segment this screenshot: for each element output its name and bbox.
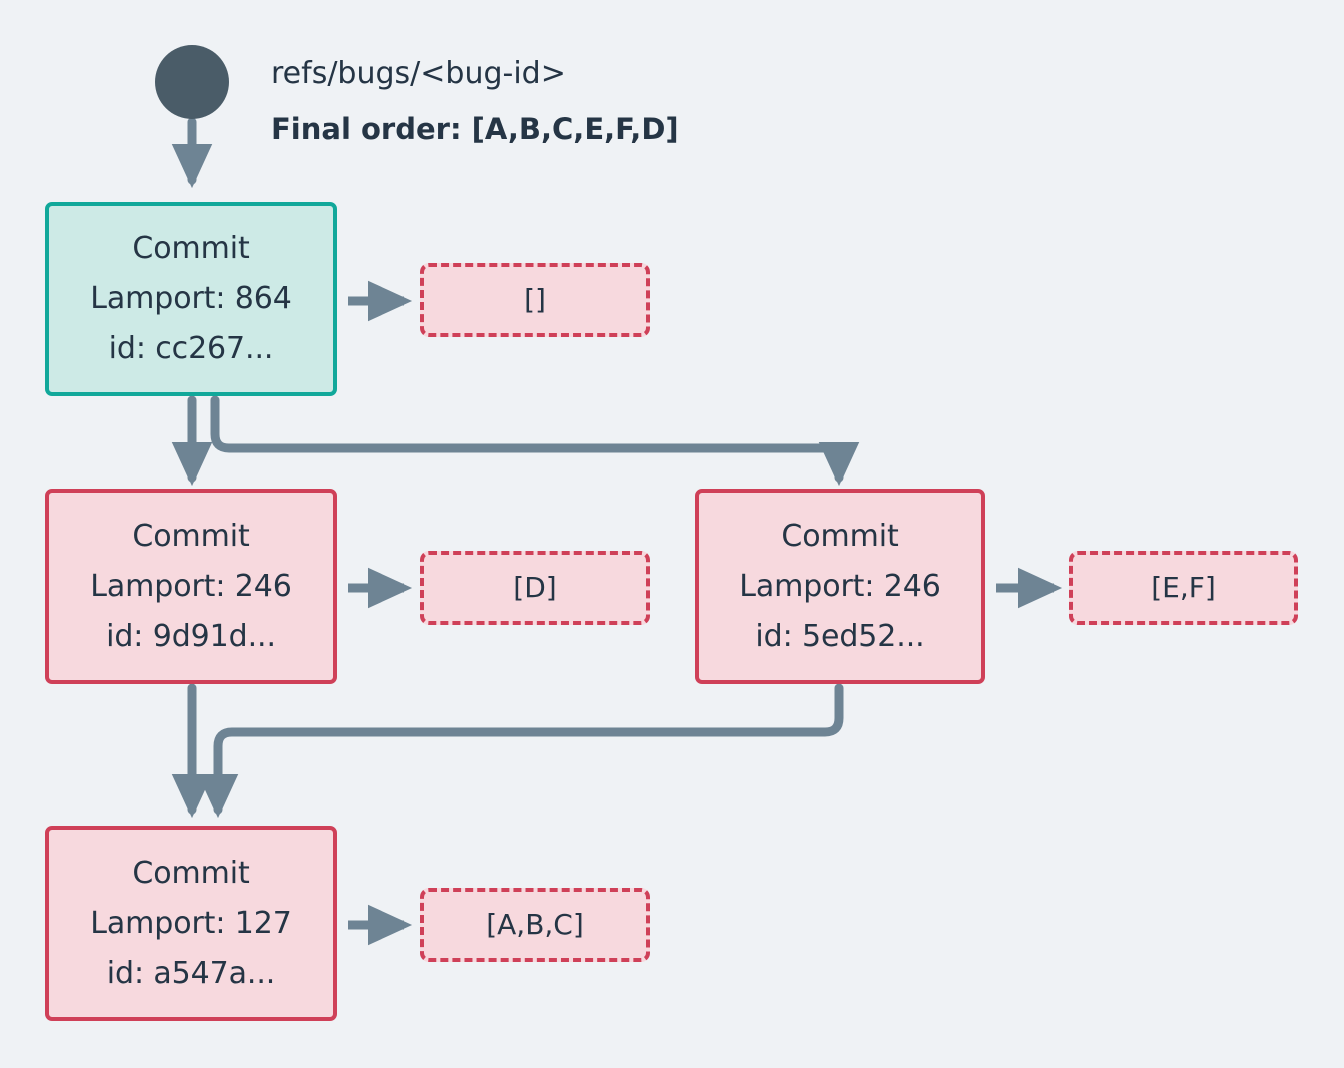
operations-label-cc267: [] bbox=[524, 283, 546, 316]
commit-title-cc267: Commit bbox=[132, 231, 250, 266]
commit-lamport-cc267: Lamport: 864 bbox=[90, 281, 292, 316]
branch-ref-label: refs/bugs/<bug-id> bbox=[271, 56, 566, 91]
operations-label-5ed52: [E,F] bbox=[1151, 571, 1216, 604]
commit-node-cc267[interactable]: Commit Lamport: 864 id: cc267... bbox=[45, 202, 337, 396]
operations-label-9d91d: [D] bbox=[513, 571, 557, 604]
operations-node-9d91d[interactable]: [D] bbox=[420, 551, 650, 625]
branch-head-dot[interactable] bbox=[155, 45, 229, 119]
commit-node-5ed52[interactable]: Commit Lamport: 246 id: 5ed52... bbox=[695, 489, 985, 684]
commit-node-a547a[interactable]: Commit Lamport: 127 id: a547a... bbox=[45, 826, 337, 1021]
commit-title-9d91d: Commit bbox=[132, 518, 250, 554]
operations-node-a547a[interactable]: [A,B,C] bbox=[420, 888, 650, 962]
edge-cc267-to-5ed52 bbox=[210, 395, 860, 487]
commit-lamport-5ed52: Lamport: 246 bbox=[739, 568, 941, 604]
commit-node-9d91d[interactable]: Commit Lamport: 246 id: 9d91d... bbox=[45, 489, 337, 684]
commit-id-5ed52: id: 5ed52... bbox=[755, 618, 925, 654]
final-order-label: Final order: [A,B,C,E,F,D] bbox=[271, 112, 679, 146]
commit-title-5ed52: Commit bbox=[781, 518, 899, 554]
commit-id-cc267: id: cc267... bbox=[108, 331, 274, 366]
operations-node-cc267[interactable]: [] bbox=[420, 263, 650, 337]
commit-title-a547a: Commit bbox=[132, 855, 250, 891]
operations-node-5ed52[interactable]: [E,F] bbox=[1069, 551, 1298, 625]
edge-5ed52-to-a547a bbox=[197, 683, 844, 819]
commit-id-a547a: id: a547a... bbox=[106, 955, 276, 991]
commit-id-9d91d: id: 9d91d... bbox=[106, 618, 276, 654]
operations-label-a547a: [A,B,C] bbox=[486, 908, 584, 941]
commit-lamport-a547a: Lamport: 127 bbox=[90, 905, 292, 941]
commit-lamport-9d91d: Lamport: 246 bbox=[90, 568, 292, 604]
